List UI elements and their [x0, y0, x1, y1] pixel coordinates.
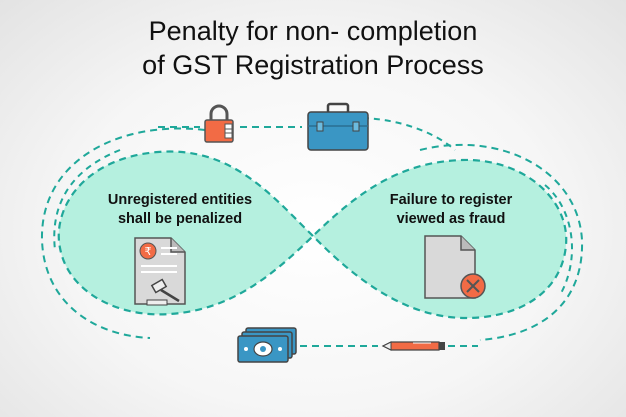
document-rejected-icon: [424, 235, 486, 299]
left-loop-label: Unregistered entities shall be penalized: [80, 191, 280, 229]
outer-arc-right: [419, 143, 584, 341]
padlock-icon: [204, 104, 234, 143]
right-loop-line-1: Failure to register: [389, 192, 513, 208]
title-line-2: of GST Registration Process: [142, 50, 484, 80]
pen-icon: [381, 341, 445, 351]
left-loop-line-2: shall be penalized: [117, 211, 243, 227]
briefcase-icon: [307, 102, 369, 151]
svg-text:₹: ₹: [145, 245, 152, 258]
outer-arc-left: [40, 127, 206, 339]
document-rupee-gavel-icon: ₹: [134, 237, 186, 306]
right-loop-line-2: viewed as fraud: [396, 211, 506, 227]
banknotes-icon: [237, 327, 297, 363]
page-title: Penalty for non- completion of GST Regis…: [0, 14, 626, 82]
right-loop-label: Failure to register viewed as fraud: [356, 191, 546, 229]
title-line-1: Penalty for non- completion: [148, 16, 478, 46]
left-loop-line-1: Unregistered entities: [107, 192, 253, 208]
infinity-loop-outline: [57, 150, 568, 320]
outer-arc-right-2: [544, 184, 573, 296]
outer-arc-left-2: [53, 149, 121, 251]
